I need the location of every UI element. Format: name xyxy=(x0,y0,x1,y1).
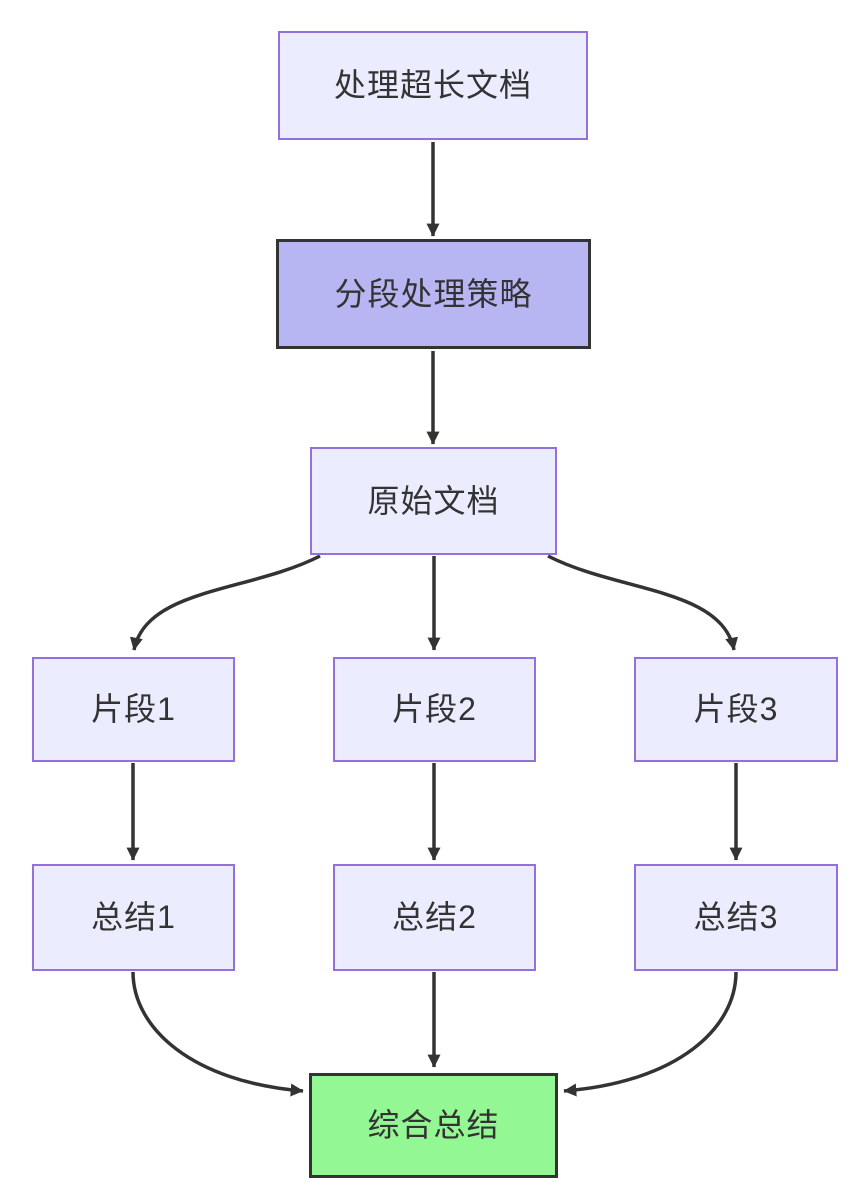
edge-source-seg1 xyxy=(129,554,321,651)
node-final-summary: 综合总结 xyxy=(309,1073,558,1178)
node-summary-2-label: 总结2 xyxy=(392,899,477,936)
node-summary-1-label: 总结1 xyxy=(91,899,176,936)
node-segment-3: 片段3 xyxy=(634,657,838,762)
node-strategy: 分段处理策略 xyxy=(276,239,591,349)
node-source-doc: 原始文档 xyxy=(310,447,557,555)
node-segment-2-label: 片段2 xyxy=(392,691,477,728)
node-task: 处理超长文档 xyxy=(278,31,588,140)
node-strategy-label: 分段处理策略 xyxy=(334,275,533,312)
edge-sum3-final xyxy=(563,971,738,1097)
edge-sum1-final xyxy=(131,971,304,1097)
node-summary-3-label: 总结3 xyxy=(693,899,779,936)
node-segment-1: 片段1 xyxy=(32,657,235,762)
edge-source-seg3 xyxy=(547,554,739,651)
node-summary-2: 总结2 xyxy=(333,864,536,971)
node-summary-3: 总结3 xyxy=(634,864,838,971)
node-segment-2: 片段2 xyxy=(333,657,536,762)
node-final-summary-label: 综合总结 xyxy=(367,1107,500,1144)
node-segment-3-label: 片段3 xyxy=(693,691,779,728)
node-summary-1: 总结1 xyxy=(32,864,235,971)
node-source-doc-label: 原始文档 xyxy=(367,482,500,519)
node-task-label: 处理超长文档 xyxy=(333,67,532,104)
node-segment-1-label: 片段1 xyxy=(91,691,176,728)
